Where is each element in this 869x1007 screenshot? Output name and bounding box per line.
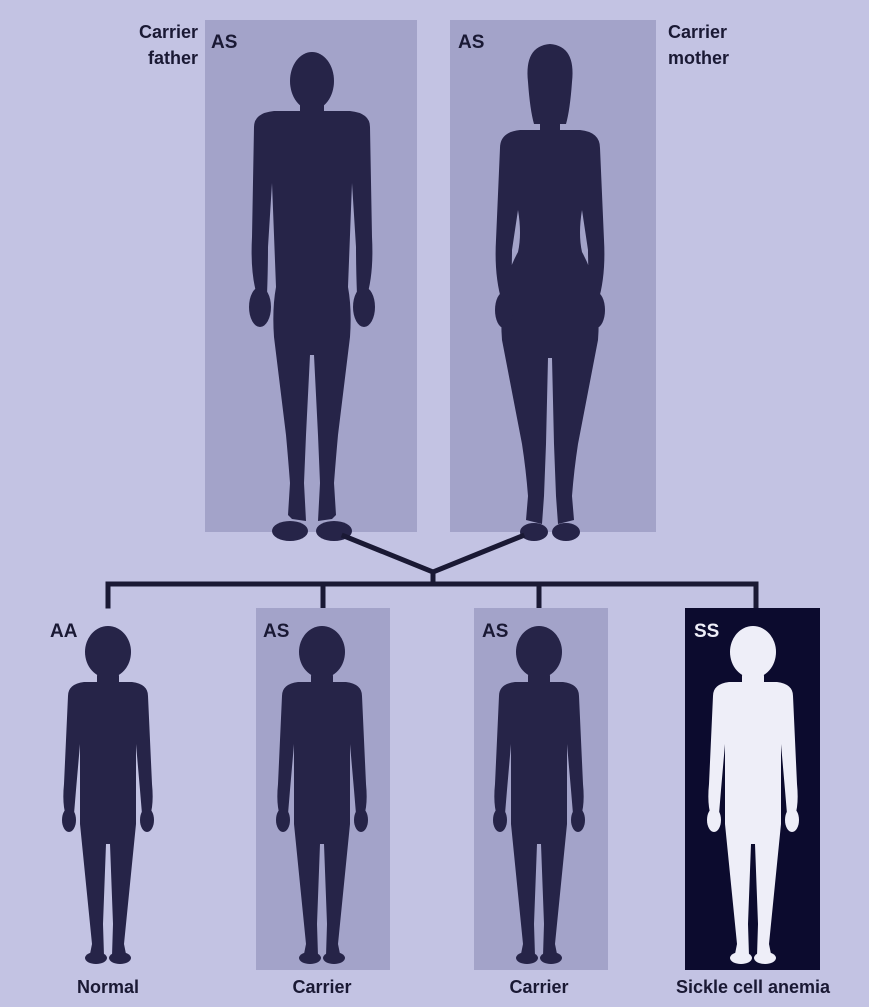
child-1-silhouette-icon [62,626,154,964]
mother-caption-line1: Carrier [668,22,727,42]
child-1-label: Normal [77,977,139,997]
father-caption-line2: father [148,48,198,68]
father-genotype: AS [211,32,237,53]
child-4-label: Sickle cell anemia [676,977,831,997]
mother-genotype: AS [458,32,484,53]
child-1-genotype: AA [50,621,78,642]
pedigree-connector [108,536,756,606]
mother-caption-line2: mother [668,48,729,68]
child-3-label: Carrier [509,977,568,997]
father-caption-line1: Carrier [139,22,198,42]
child-3-genotype: AS [482,621,508,642]
child-2-genotype: AS [263,621,289,642]
child-2-label: Carrier [292,977,351,997]
child-4-genotype: SS [694,621,719,642]
